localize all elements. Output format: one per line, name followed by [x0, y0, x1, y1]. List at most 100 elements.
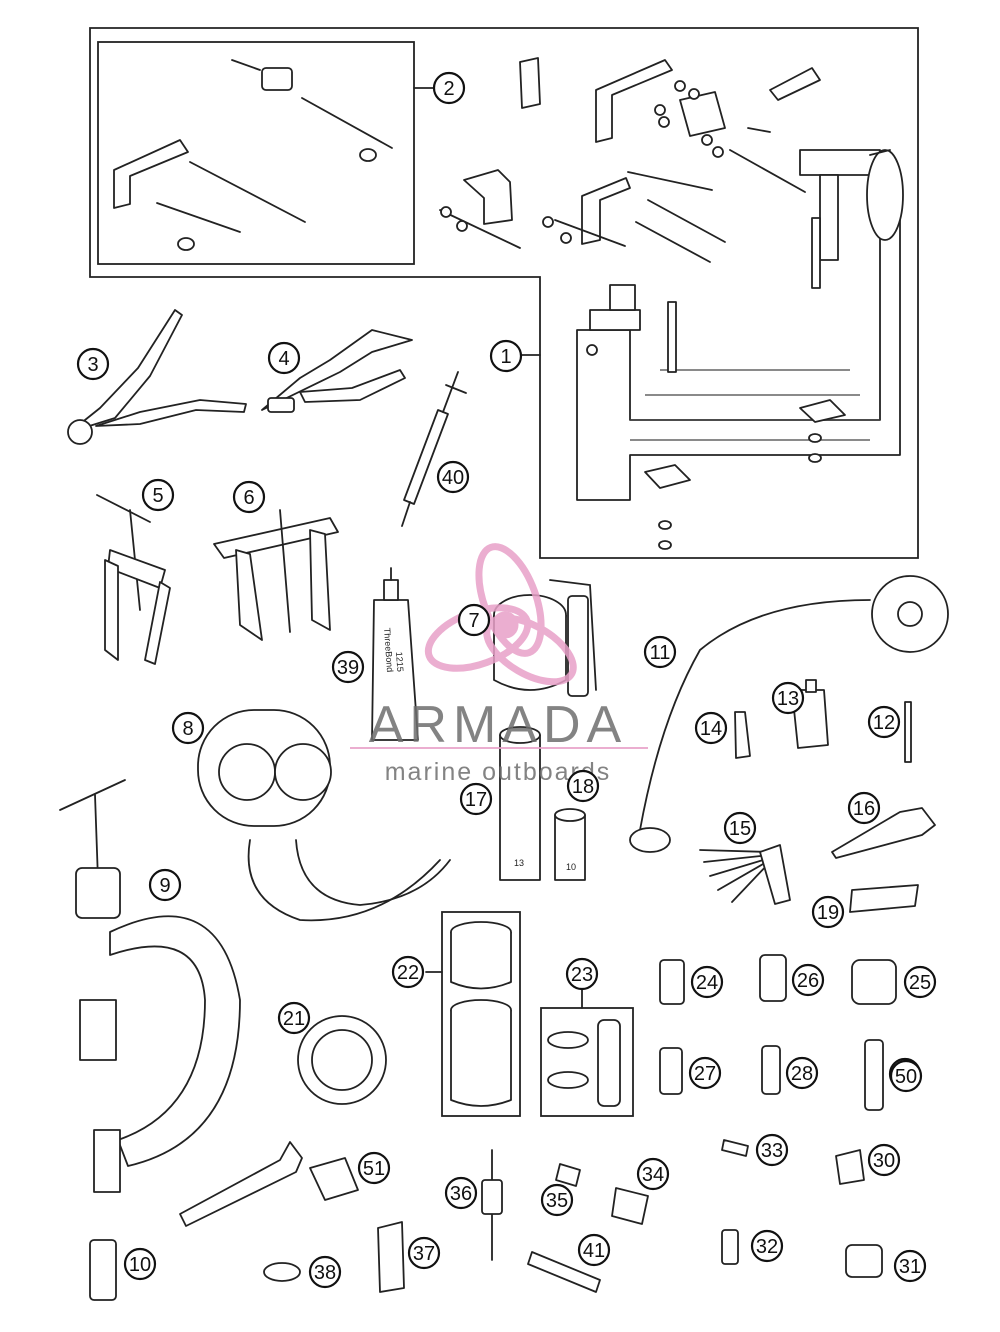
callout-number: 12	[873, 712, 895, 734]
callout-26: 26	[791, 963, 825, 997]
callout-37: 37	[407, 1236, 441, 1270]
callout-25: 25	[903, 965, 937, 999]
callout-35: 35	[540, 1183, 574, 1217]
callout-circle	[123, 1247, 157, 1281]
callout-circle	[432, 71, 466, 105]
callout-circle	[540, 1183, 574, 1217]
callout-circle	[690, 965, 724, 999]
callout-7: 7	[457, 603, 491, 637]
callout-17: 17	[459, 782, 493, 816]
sealant-tube: ThreeBond 1215	[371, 567, 419, 741]
callout-circle	[171, 711, 205, 745]
gauge-plate	[377, 1221, 405, 1293]
callout-number: 28	[791, 1063, 813, 1085]
socket-18-size: 10	[566, 862, 576, 872]
callout-1: 1	[489, 339, 523, 373]
callout-circle	[688, 1056, 722, 1090]
watermark-title: ARMADA	[369, 696, 627, 754]
callout-circle	[232, 480, 266, 514]
tube-code-label: 1215	[394, 651, 405, 672]
callout-circle	[694, 711, 728, 745]
dial-gauge-with-stand	[629, 575, 949, 853]
callout-15: 15	[723, 811, 757, 845]
callout-34: 34	[636, 1157, 670, 1191]
engine-stand-group-frame	[89, 27, 919, 559]
callout-number: 39	[337, 657, 359, 679]
callout-5: 5	[141, 478, 175, 512]
callout-6: 6	[232, 480, 266, 514]
callout-number: 4	[278, 348, 289, 370]
callout-circle	[436, 460, 470, 494]
leader-lines	[413, 87, 583, 1009]
callout-circle	[811, 895, 845, 929]
callout-number: 23	[571, 964, 593, 986]
callout-number: 13	[777, 688, 799, 710]
callout-38: 38	[308, 1255, 342, 1289]
valve-spring-compressor	[59, 779, 241, 1193]
callout-19: 19	[811, 895, 845, 929]
callout-16: 16	[847, 791, 881, 825]
callout-circle	[785, 1056, 819, 1090]
callout-circle	[357, 1151, 391, 1185]
sleeve-tool	[89, 1239, 117, 1301]
callout-12: 12	[867, 705, 901, 739]
callout-number: 36	[450, 1183, 472, 1205]
callout-number: 26	[797, 970, 819, 992]
callout-circle	[267, 341, 301, 375]
callout-circle	[566, 769, 600, 803]
callout-40: 40	[436, 460, 470, 494]
callout-23: 23	[565, 957, 599, 991]
pin-wrench	[831, 807, 936, 859]
callout-8: 8	[171, 711, 205, 745]
feeler-gauges	[699, 844, 791, 905]
drift-set	[659, 954, 897, 1278]
callout-circle	[277, 1001, 311, 1035]
two-jaw-puller	[213, 509, 339, 641]
callout-28: 28	[785, 1056, 819, 1090]
callout-number: 34	[642, 1164, 664, 1186]
callout-circle	[459, 782, 493, 816]
callout-4: 4	[267, 341, 301, 375]
callout-number: 50	[895, 1066, 917, 1088]
callout-number: 35	[546, 1190, 568, 1212]
callout-14: 14	[694, 711, 728, 745]
callout-36: 36	[444, 1176, 478, 1210]
callout-21: 21	[277, 1001, 311, 1035]
callout-number: 8	[182, 718, 193, 740]
callout-2: 2	[432, 71, 466, 105]
callout-circle	[771, 681, 805, 715]
misc-parts	[481, 1139, 749, 1293]
callout-number: 40	[442, 467, 464, 489]
callout-circle	[791, 963, 825, 997]
callout-number: 17	[465, 789, 487, 811]
callout-number: 22	[397, 962, 419, 984]
callout-circle	[750, 1229, 784, 1263]
sockets: 13 10	[499, 726, 586, 881]
callout-circle	[457, 603, 491, 637]
callout-circle	[489, 339, 523, 373]
callout-circle	[723, 811, 757, 845]
callout-circle	[755, 1133, 789, 1167]
callout-number: 18	[572, 776, 594, 798]
callout-number: 2	[443, 78, 454, 100]
callout-31: 31	[893, 1249, 927, 1283]
callout-circle	[444, 1176, 478, 1210]
plate	[849, 884, 919, 913]
callout-50: 50	[889, 1059, 923, 1093]
tube-brand-label: ThreeBond	[382, 627, 395, 672]
callout-circle	[903, 965, 937, 999]
mounting-kit	[113, 59, 393, 251]
callout-number: 33	[761, 1140, 783, 1162]
callout-10: 10	[123, 1247, 157, 1281]
three-jaw-puller	[96, 494, 171, 665]
callout-11: 11	[643, 635, 677, 669]
hook-wrench	[179, 1141, 303, 1227]
callout-number: 15	[729, 818, 751, 840]
callout-13: 13	[771, 681, 805, 715]
callout-circle	[148, 868, 182, 902]
callout-22: 22	[391, 955, 425, 989]
callout-number: 14	[700, 718, 722, 740]
callout-number: 37	[413, 1243, 435, 1265]
